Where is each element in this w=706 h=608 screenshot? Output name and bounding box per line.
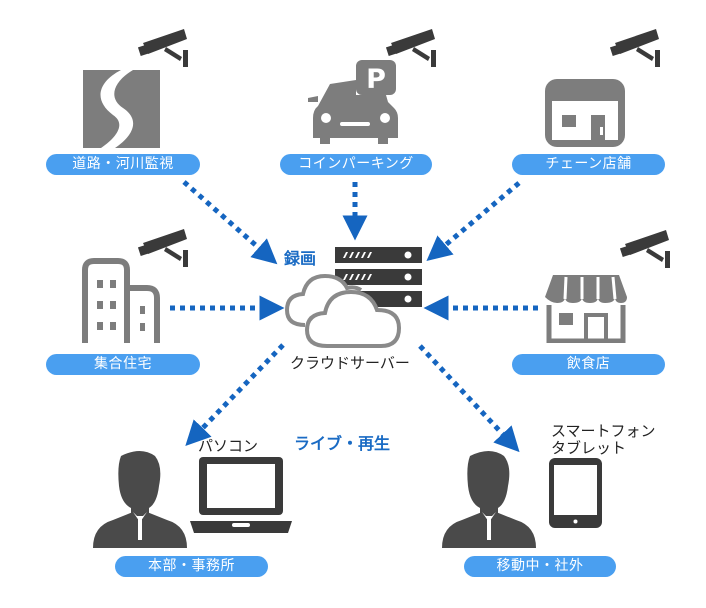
label-coin-parking: コインパーキング: [280, 154, 432, 175]
cloud-server-label: クラウドサーバー: [290, 354, 410, 372]
label-apartment: 集合住宅: [46, 354, 200, 375]
security-camera-icon: [386, 29, 436, 67]
arrow-road-to-server: [182, 180, 278, 265]
security-camera-icon: [620, 230, 670, 268]
laptop-icon: [190, 457, 292, 533]
cloud-icon: [284, 273, 402, 348]
svg-text:P: P: [366, 64, 386, 95]
person-icon: [442, 451, 536, 548]
security-camera-icon: [138, 229, 188, 267]
car-parking-icon: P: [308, 60, 398, 144]
restaurant-storefront-icon: [545, 275, 627, 343]
smartphone-device-label: スマートフォン: [551, 422, 656, 440]
tablet-device-label: タブレット: [551, 439, 627, 457]
chain-store-icon: [545, 79, 625, 147]
label-restaurant: 飲食店: [512, 354, 665, 375]
label-headquarters-office: 本部・事務所: [115, 556, 268, 577]
label-road-river: 道路・河川監視: [46, 154, 200, 175]
arrow-server-to-mobile: [418, 344, 520, 453]
pc-device-label: パソコン: [198, 437, 259, 455]
live-playback-label: ライブ・再生: [294, 434, 391, 453]
person-icon: [93, 451, 187, 548]
apartment-building-icon: [82, 258, 160, 343]
security-camera-icon: [610, 29, 660, 67]
road-icon: [83, 70, 160, 148]
arrow-store-to-server: [426, 181, 521, 262]
tablet-icon: [549, 458, 602, 528]
security-camera-icon: [138, 29, 188, 67]
server-rack-icon: [335, 247, 422, 307]
arrow-server-to-office: [185, 343, 285, 446]
label-chain-store: チェーン店舗: [512, 154, 665, 175]
label-mobile-external: 移動中・社外: [464, 556, 616, 577]
record-label: 録画: [284, 249, 317, 268]
